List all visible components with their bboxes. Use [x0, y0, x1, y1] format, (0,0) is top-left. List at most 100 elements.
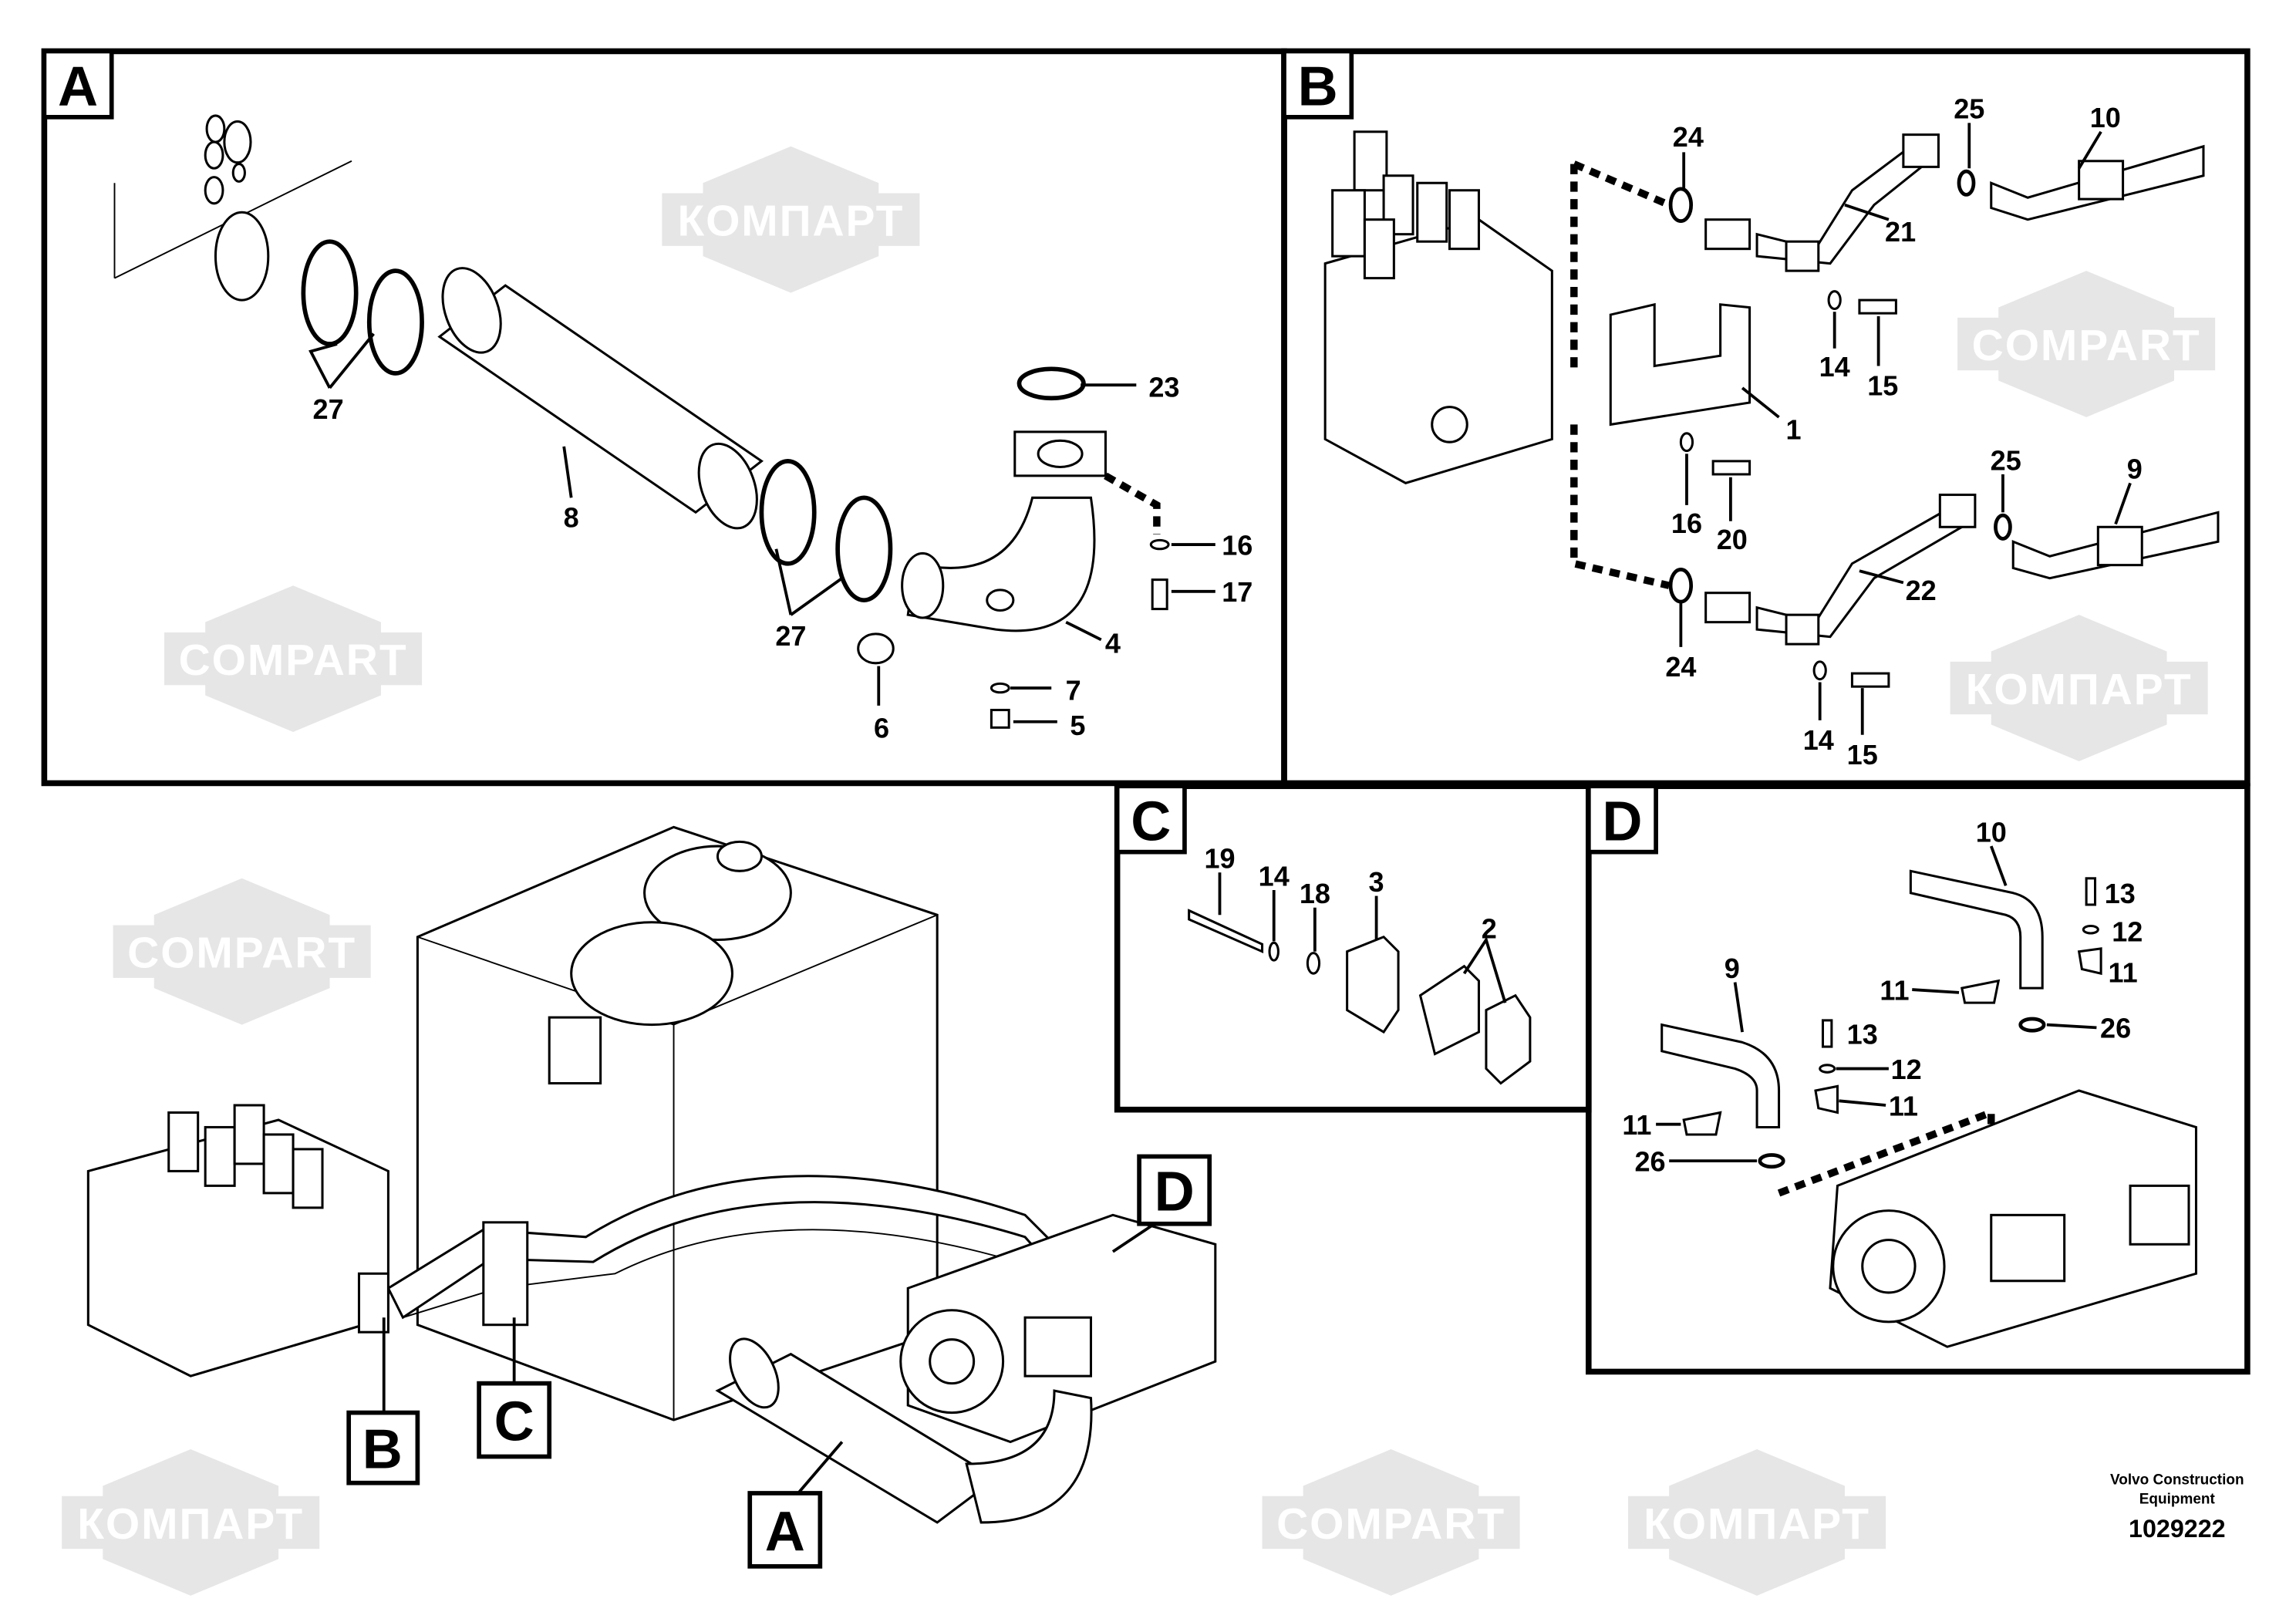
callout-13: 13: [2105, 878, 2136, 909]
callout-27: 27: [313, 393, 344, 425]
watermark-tile: COMPART: [113, 878, 371, 1025]
callout-20: 20: [1717, 524, 1748, 555]
callout-6: 6: [874, 713, 889, 744]
leader-lines: [1656, 845, 2097, 1163]
watermark-tile: COMPART: [1957, 271, 2216, 417]
callout-25: 25: [1991, 444, 2021, 476]
control-valve: [86, 1104, 389, 1378]
hose-clamp-lower: [759, 459, 893, 603]
bracket-1: [1609, 302, 1752, 427]
panel-d-frame: [1586, 783, 2250, 1375]
panel-c-label-box: [1114, 784, 1187, 855]
o-ring-25: [1957, 169, 1976, 197]
panel-a-label: A: [58, 56, 98, 118]
watermark-text: КОМПАРТ: [1644, 1499, 1870, 1549]
hose-8: [437, 267, 764, 530]
callout-12: 12: [1891, 1054, 1922, 1085]
callout-22: 22: [1906, 575, 1937, 606]
watermark-tile: КОМПАРТ: [1950, 615, 2208, 761]
callout-11: 11: [1880, 974, 1909, 1006]
watermark-layer: КОМПАРТ COMPART COMPART КОМПАРТ COMPART КОМПА…: [62, 146, 2216, 1596]
panel-a-label-box: [42, 49, 114, 120]
callout-11: 11: [1889, 1090, 1918, 1121]
overview-label-c: C: [494, 1391, 534, 1453]
company-name-line2: Equipment: [2139, 1491, 2216, 1507]
clamp-half-2: [1418, 964, 1480, 1056]
panel-d-label: D: [1602, 791, 1642, 852]
panel-b-label-box: [1282, 49, 1354, 120]
washer-7: [990, 682, 1010, 694]
callout-4: 4: [1105, 628, 1121, 659]
callout-19: 19: [1204, 843, 1235, 875]
pump-outlet-port: [214, 211, 270, 302]
callout-21: 21: [1885, 216, 1916, 248]
callout-12: 12: [2112, 916, 2143, 947]
clamps-bolts: [1682, 877, 2102, 1169]
callout-14: 14: [1259, 860, 1290, 892]
callout-3: 3: [1369, 866, 1384, 898]
panel-d-label-box: [1586, 784, 1658, 855]
hose-clamp: [301, 239, 424, 376]
leader-lines: [1679, 123, 2132, 735]
drawing-number: 1029222: [2129, 1515, 2226, 1543]
hose-9: [1660, 1023, 1781, 1128]
leader-lines: [1218, 872, 1507, 1003]
callout-26: 26: [1634, 1145, 1665, 1177]
watermark-text: КОМПАРТ: [1966, 665, 2193, 714]
callout-5: 5: [1070, 710, 1085, 741]
overview-label-a-box: [747, 1491, 823, 1569]
overview-assembly: B C A D: [86, 825, 1217, 1569]
callout-15: 15: [1847, 739, 1878, 771]
watermark-text: КОМПАРТ: [77, 1499, 304, 1549]
watermark-text: COMPART: [179, 636, 408, 685]
overview-label-c-box: [477, 1381, 552, 1459]
washer-16: [1149, 538, 1170, 551]
panel-c: C 19 14 18 3 2: [1114, 783, 1592, 1113]
main-pump: [899, 1213, 1217, 1444]
washer-18: [1306, 952, 1321, 975]
watermark-tile: КОМПАРТ: [62, 1449, 320, 1596]
overview-label-b: B: [362, 1419, 403, 1481]
callout-10: 10: [1976, 816, 2007, 848]
bolt-17: [1151, 578, 1168, 611]
callout-10: 10: [2090, 102, 2121, 133]
callout-17: 17: [1222, 576, 1253, 608]
watermark-tile: КОМПАРТ: [1628, 1449, 1886, 1596]
clamp-3: [1346, 935, 1400, 1034]
overview-label-d: D: [1155, 1162, 1195, 1223]
callout-9: 9: [2127, 454, 2143, 485]
callout-16: 16: [1671, 508, 1702, 539]
callout-27: 27: [775, 620, 806, 652]
callout-8: 8: [564, 501, 579, 533]
callout-24: 24: [1673, 121, 1704, 153]
company-name-line1: Volvo Construction: [2110, 1472, 2244, 1489]
pipe-22: [1704, 494, 2220, 646]
panel-d: D 10 13 12 11 9: [1586, 783, 2250, 1375]
clamp-half-2: [1485, 993, 1532, 1085]
watermark-text: COMPART: [1972, 321, 2201, 370]
o-ring-25: [1994, 513, 2012, 541]
callout-25: 25: [1954, 93, 1984, 125]
callout-14: 14: [1803, 724, 1834, 756]
callout-16: 16: [1222, 529, 1253, 561]
pump-assembly: [1829, 1089, 2197, 1348]
watermark-tile: COMPART: [1262, 1449, 1520, 1596]
callout-15: 15: [1867, 369, 1898, 401]
watermark-text: COMPART: [1276, 1499, 1505, 1549]
callout-18: 18: [1300, 878, 1330, 909]
pipe-21: [1704, 133, 2205, 272]
callout-26: 26: [2100, 1013, 2131, 1044]
washer-14: [1268, 941, 1279, 962]
watermark-tile: COMPART: [164, 585, 423, 733]
callout-13: 13: [1847, 1018, 1878, 1050]
hydraulic-tank: [416, 825, 939, 1421]
callout-2: 2: [1482, 913, 1497, 945]
panel-a: A: [41, 48, 1287, 787]
callout-11: 11: [2109, 957, 2138, 989]
panel-c-label: C: [1131, 791, 1171, 852]
callout-24: 24: [1665, 651, 1696, 683]
o-ring-24: [1668, 567, 1694, 604]
panel-b-label: B: [1298, 56, 1338, 118]
overview-label-d-box: [1137, 1154, 1212, 1226]
